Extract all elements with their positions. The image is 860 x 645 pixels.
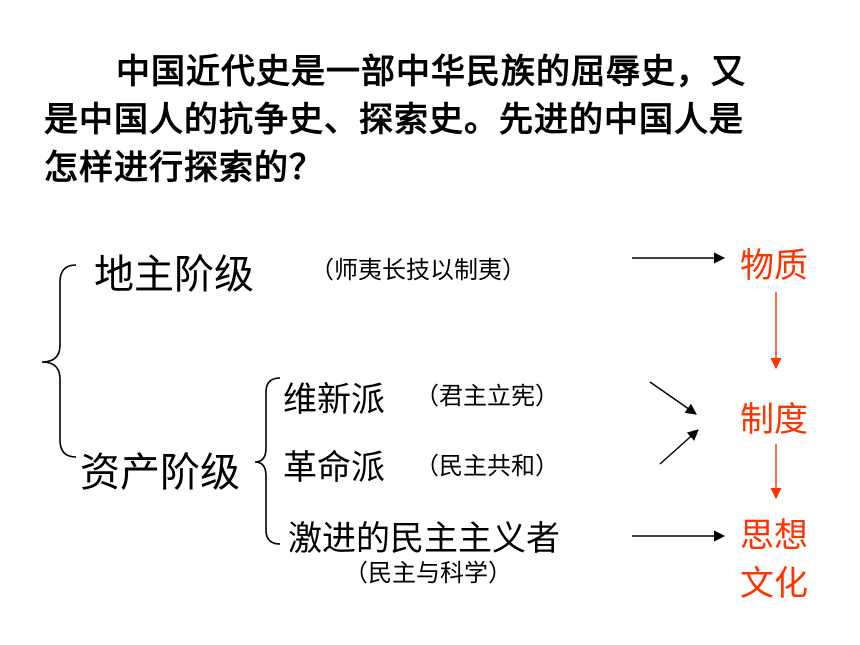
result-material: 物质 <box>740 246 808 286</box>
landlord-class-note: （师夷长技以制夷） <box>310 256 526 284</box>
result-system: 制度 <box>740 400 808 440</box>
intro-line-3: 怎样进行探索的？ <box>44 148 324 188</box>
result-culture-line-1: 思想 <box>740 516 808 556</box>
bourgeois-class-label: 资产阶级 <box>80 450 240 496</box>
faction-reformists-label: 维新派 <box>283 380 385 420</box>
faction-radical-democrats-note: （民主与科学） <box>344 559 512 587</box>
arrow-reform-to-system <box>649 381 697 415</box>
intro-line-2: 是中国人的抗争史、探索史。先进的中国人是 <box>44 100 744 140</box>
arrow-revolution-to-system <box>659 429 699 465</box>
intro-paragraph: 中国近代史是一部中华民族的屈辱史，又 是中国人的抗争史、探索史。先进的中国人是 … <box>44 48 824 192</box>
landlord-class-label: 地主阶级 <box>94 252 254 298</box>
result-culture-line-2: 文化 <box>740 564 808 604</box>
faction-revolutionaries-label: 革命派 <box>283 448 385 488</box>
inner-brace <box>254 377 281 545</box>
faction-radical-democrats-label: 激进的民主主义者 <box>288 519 560 559</box>
faction-reformists-note: （君主立宪） <box>415 382 559 410</box>
intro-line-1: 中国近代史是一部中华民族的屈辱史，又 <box>116 52 746 92</box>
outer-brace <box>41 264 77 458</box>
faction-revolutionaries-note: （民主共和） <box>415 452 559 480</box>
